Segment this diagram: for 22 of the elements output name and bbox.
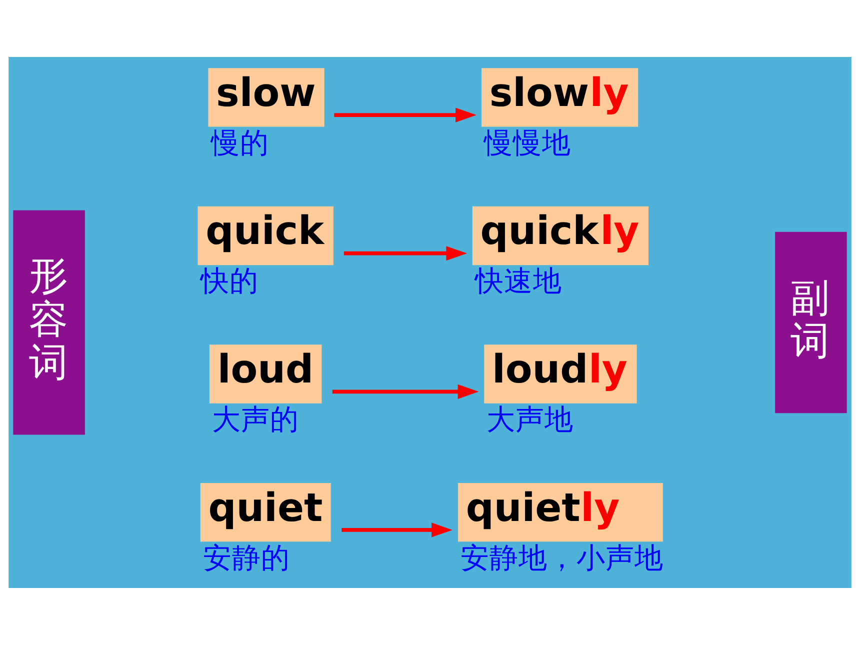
node-box: 形容词 [13,210,85,435]
node-label: 慢慢地 [484,125,572,160]
node-box: slowly [482,68,638,127]
node-box: loudly [484,344,637,404]
node-box: quick [198,206,334,266]
node-label: 安静的 [202,540,290,574]
node-box: loud [210,344,322,404]
node-box: quickly [472,206,649,266]
node-box: quiet [200,482,331,542]
arrow [332,384,479,399]
arrow [344,246,468,261]
node-label: 大声地 [486,402,574,436]
node-box: slow [208,68,324,127]
node-box: quietly [458,482,663,542]
arrow [342,522,452,538]
arrow [334,108,476,122]
node-label: 快的 [200,264,258,298]
node-box: 副词 [775,232,847,414]
node-label: 大声的 [212,402,300,436]
node-label: 安静地，小声地 [460,540,664,574]
node-label: 快速地 [475,264,562,298]
node-label: 慢的 [210,125,269,160]
